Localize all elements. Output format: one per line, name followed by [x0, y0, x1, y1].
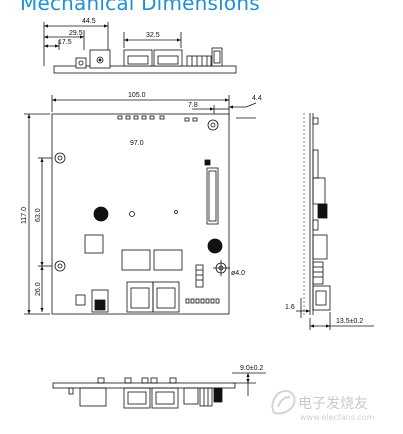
bottom-view	[52, 372, 266, 409]
dim-9-0: 9.0±0.2	[240, 365, 263, 372]
rj45-jack-1	[123, 49, 153, 67]
power-jack-pin	[96, 56, 104, 64]
mounting-hole-bottom-left	[54, 260, 66, 272]
side-rj45	[312, 285, 331, 311]
dim-32-5: 32.5	[146, 32, 160, 39]
mounting-hole-top-right	[207, 119, 219, 131]
jack-bottom-left	[75, 294, 86, 306]
side-jack	[312, 234, 328, 260]
dim-44-5: 44.5	[82, 18, 96, 25]
bottom-board	[52, 382, 236, 389]
dim-105: 105.0	[128, 92, 146, 99]
bottom-jack	[79, 387, 107, 407]
dim-17-5: 17.5	[58, 39, 72, 46]
mounting-hole-top-left	[54, 152, 66, 164]
bottom-rj45-1	[123, 387, 151, 409]
dim-117: 117.0	[21, 207, 28, 224]
front-view	[24, 95, 257, 315]
dim-26: 26.0	[35, 282, 42, 296]
page-title: Mechanical Dimensions	[20, 0, 260, 15]
chip-b	[153, 249, 183, 271]
dim-63: 63.0	[35, 208, 42, 222]
board-outline	[51, 113, 230, 315]
vertical-connector	[206, 167, 219, 225]
dim-4-4: 4.4	[252, 95, 262, 102]
chip-a	[121, 249, 151, 271]
dim-hole-dia: ø4.0	[231, 270, 245, 277]
rj45-bottom-2	[152, 281, 180, 313]
pin-column	[195, 264, 204, 288]
top-view	[43, 22, 237, 74]
dim-1-6: 1.6	[285, 304, 295, 311]
rj45-jack-2	[153, 49, 183, 67]
button-left	[93, 206, 109, 222]
dim-13-5: 13.5±0.2	[336, 318, 363, 325]
side-connector	[317, 203, 328, 219]
side-view	[296, 113, 374, 330]
dim-7-8: 7.8	[188, 102, 198, 109]
chip-square	[84, 234, 104, 254]
pin-header	[186, 55, 212, 67]
dim-97: 97.0	[130, 140, 144, 147]
button-right	[207, 238, 223, 254]
dim-29-5: 29.5	[69, 30, 83, 37]
bottom-rj45-2	[151, 387, 179, 409]
